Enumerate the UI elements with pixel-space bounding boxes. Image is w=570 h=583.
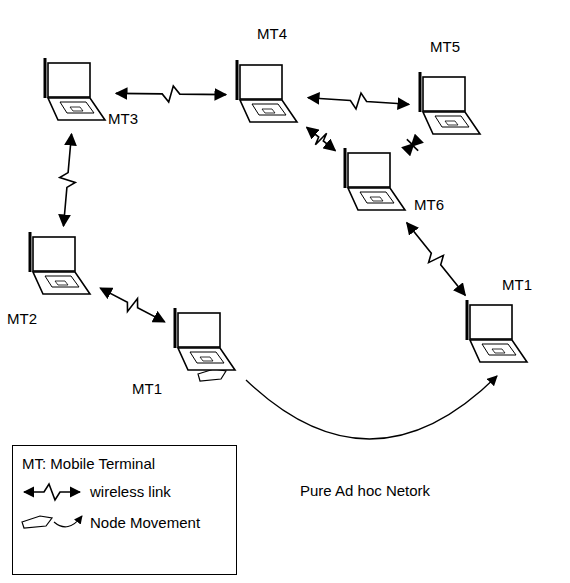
node-movement-arrow [246, 376, 497, 439]
wireless-link [407, 223, 465, 296]
legend-text: Node Movement [90, 514, 200, 532]
laptop-icon [232, 60, 302, 130]
laptop-icon [415, 72, 485, 142]
mobile-terminal: MT6 [340, 148, 410, 218]
mobile-terminal: MT1 [170, 308, 240, 378]
wireless-link [100, 288, 164, 322]
wireless-link [307, 127, 336, 150]
terminal-label: MT6 [414, 196, 444, 214]
wireless-link [116, 86, 226, 102]
wireless-link [308, 93, 409, 109]
mobile-terminal: MT3 [40, 58, 110, 128]
mobile-terminal: MT5 [415, 72, 485, 142]
laptop-icon [340, 148, 410, 218]
movement-arrow-sample [54, 516, 82, 527]
laptop-icon [25, 232, 95, 302]
laptop-icon [462, 300, 532, 370]
foot-symbol [22, 516, 52, 528]
laptop-icon [40, 58, 110, 128]
mobile-terminal: MT2 [25, 232, 95, 302]
terminal-label: MT1 [502, 276, 532, 294]
terminal-label: MT5 [430, 38, 460, 56]
wireless-link [60, 134, 76, 226]
terminal-label: MT3 [108, 110, 138, 128]
legend-text: wireless link [90, 483, 171, 501]
mobile-terminal: MT4 [232, 60, 302, 130]
wireless-link-sample [24, 484, 80, 500]
terminal-label: MT1 [132, 380, 162, 398]
wireless-link [407, 139, 418, 150]
network-caption: Pure Ad hoc Netork [300, 482, 430, 500]
terminal-label: MT4 [257, 25, 287, 43]
laptop-icon [170, 308, 240, 378]
terminal-label: MT2 [7, 310, 37, 328]
mobile-terminal: MT1 [462, 300, 532, 370]
legend-text: MT: Mobile Terminal [22, 455, 155, 473]
